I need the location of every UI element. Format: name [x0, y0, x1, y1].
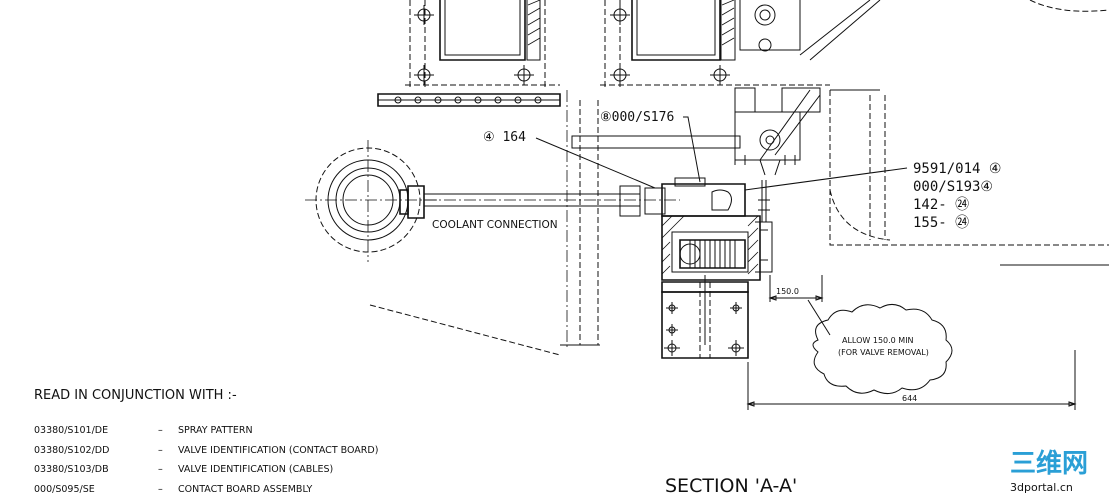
watermark-logo: 三维网	[1010, 448, 1088, 479]
reference-drawing-number: 03380/S103/DB	[34, 464, 109, 475]
upper-frame-right	[600, 0, 881, 90]
reference-title: VALVE IDENTIFICATION (CABLES)	[178, 464, 333, 475]
coolant-connection-label: COOLANT CONNECTION	[432, 219, 558, 231]
callout-9591-014: 9591/014 ④	[913, 161, 1001, 177]
reference-row: 03380/S101/DE – SPRAY PATTERN	[34, 425, 253, 436]
coolant-pipe	[424, 185, 680, 217]
dim-644-line	[746, 350, 1077, 410]
reference-row: 03380/S103/DB – VALVE IDENTIFICATION (CA…	[34, 464, 333, 475]
upper-frame-left	[405, 0, 560, 90]
note-cloud	[812, 304, 953, 394]
reference-list: 03380/S101/DE – SPRAY PATTERN 03380/S102…	[34, 425, 378, 495]
callout-000-s176: ⑧000/S176	[600, 110, 674, 125]
reference-separator: –	[158, 425, 163, 436]
lower-mount	[661, 275, 749, 359]
manifold-block	[661, 177, 746, 217]
reference-title: VALVE IDENTIFICATION (CONTACT BOARD)	[178, 445, 378, 456]
support-column	[579, 100, 599, 345]
coolant-ring	[305, 140, 440, 262]
bolt-row	[377, 93, 561, 107]
reference-title: CONTACT BOARD ASSEMBLY	[178, 484, 312, 495]
reference-drawing-number: 03380/S102/DD	[34, 445, 109, 456]
reference-drawing-number: 03380/S101/DE	[34, 425, 108, 436]
callout-000-s193: 000/S193④	[913, 179, 993, 195]
dim-644-label: 644	[902, 394, 917, 403]
reference-title: SPRAY PATTERN	[178, 425, 253, 436]
watermark-url: 3dportal.cn	[1010, 481, 1073, 494]
reference-drawing-number: 000/S095/SE	[34, 484, 95, 495]
section-label: SECTION 'A-A'	[665, 475, 797, 497]
dim-150-label: 150.0	[776, 287, 799, 296]
right-frame	[829, 0, 1109, 266]
reference-separator: –	[158, 464, 163, 475]
reference-separator: –	[158, 445, 163, 456]
note-allow-line1: ALLOW 150.0 MIN	[842, 336, 914, 345]
callout-164: ④ 164	[483, 130, 526, 145]
sight-line	[369, 304, 561, 356]
note-allow-line2: (FOR VALVE REMOVAL)	[838, 348, 929, 357]
upper-arm	[571, 87, 821, 176]
valve-body	[661, 180, 773, 281]
callout-155: 155- ㉔	[913, 215, 969, 231]
reference-row: 03380/S102/DD – VALVE IDENTIFICATION (CO…	[34, 445, 378, 456]
notes-heading: READ IN CONJUNCTION WITH :-	[34, 388, 237, 403]
callout-142: 142- ㉔	[913, 197, 969, 213]
reference-separator: –	[158, 484, 163, 495]
callout-leaders	[535, 116, 908, 336]
dim-150-line	[768, 275, 824, 302]
reference-row: 000/S095/SE – CONTACT BOARD ASSEMBLY	[34, 484, 312, 495]
